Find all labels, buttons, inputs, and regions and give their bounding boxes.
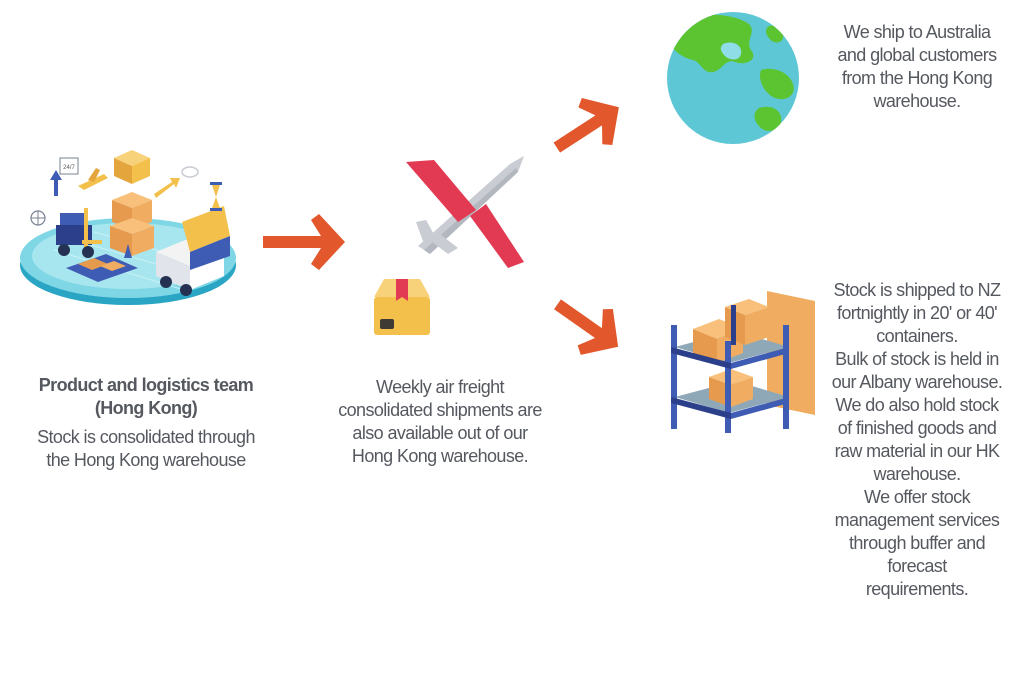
nz-caption: Stock is shipped to NZ fortnightly in 20… [800, 279, 1034, 601]
nz-line-8: raw material in our HK [834, 441, 1000, 461]
global-line-4: warehouse. [873, 91, 961, 111]
nz-line-10: We offer stock [864, 487, 971, 507]
nz-line-3: containers. [876, 326, 958, 346]
nz-line-5: our Albany warehouse. [831, 372, 1003, 392]
arrow-right-icon [255, 212, 351, 272]
nz-line-6: We do also hold stock [835, 395, 999, 415]
badge-24-7: 24/7 [63, 165, 75, 171]
nz-line-14: requirements. [865, 579, 969, 599]
nz-line-2: fortnightly in 20' or 40' [837, 303, 998, 323]
nz-line-1: Stock is shipped to NZ [833, 280, 1001, 300]
nz-line-9: warehouse. [873, 464, 961, 484]
air-line-2: consolidated shipments are [338, 400, 542, 420]
airplane-icon [400, 150, 532, 270]
nz-line-7: of finished goods and [837, 418, 997, 438]
global-line-3: from the Hong Kong [841, 68, 993, 88]
source-desc-line2: the Hong Kong warehouse [46, 450, 246, 470]
air-line-1: Weekly air freight [376, 377, 505, 397]
logistics-isometric-icon: 24/7 [14, 140, 240, 315]
nz-line-12: through buffer and [849, 533, 986, 553]
parcel-box-icon [372, 275, 432, 337]
air-caption: Weekly air freight consolidated shipment… [300, 376, 580, 468]
source-caption: Product and logistics team (Hong Kong) S… [6, 374, 286, 472]
global-caption: We ship to Australia and global customer… [800, 21, 1034, 113]
arrow-up-right-icon [545, 90, 630, 165]
arrow-down-right-icon [545, 285, 630, 365]
global-line-1: We ship to Australia [843, 22, 991, 42]
air-line-3: also available out of our [352, 423, 528, 443]
warehouse-shelf-icon [665, 285, 815, 433]
nz-line-4: Bulk of stock is held in [835, 349, 999, 369]
global-line-2: and global customers [837, 45, 997, 65]
air-line-4: Hong Kong warehouse. [351, 446, 529, 466]
source-title-sub: (Hong Kong) [94, 398, 198, 418]
nz-line-13: forecast [887, 556, 947, 576]
nz-line-11: management services [834, 510, 1000, 530]
source-desc-line1: Stock is consolidated through [37, 427, 255, 447]
source-title: Product and logistics team [38, 375, 254, 395]
globe-icon [665, 10, 801, 146]
